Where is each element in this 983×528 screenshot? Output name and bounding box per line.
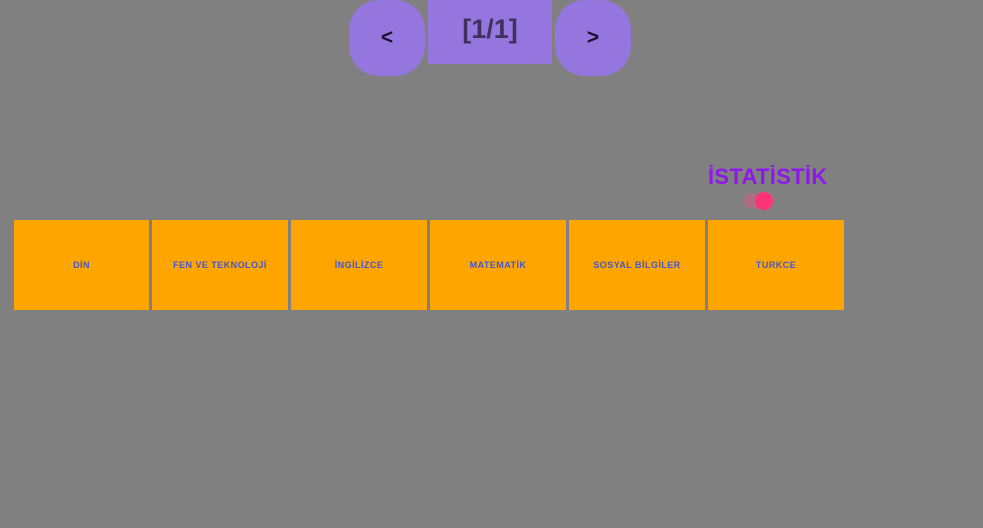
previous-page-button[interactable]: <: [349, 0, 425, 76]
loading-dot-icon: [755, 192, 773, 210]
subject-card-label: SOSYAL BİLGİLER: [593, 260, 681, 270]
subject-card-din[interactable]: DİN: [14, 220, 149, 310]
page-counter: [1/1]: [428, 0, 552, 64]
pagination-bar: < [1/1] >: [349, 0, 631, 76]
subject-card-matematik[interactable]: MATEMATİK: [430, 220, 566, 310]
subject-card-list: DİN FEN VE TEKNOLOJİ İNGİLİZCE MATEMATİK…: [14, 220, 844, 310]
subject-card-sosyal-bilgiler[interactable]: SOSYAL BİLGİLER: [569, 220, 705, 310]
subject-card-fen-ve-teknoloji[interactable]: FEN VE TEKNOLOJİ: [152, 220, 288, 310]
loading-spinner: [744, 191, 784, 213]
subject-card-label: MATEMATİK: [469, 260, 527, 270]
subject-card-label: DİN: [73, 260, 90, 270]
subject-card-label: TURKCE: [755, 260, 797, 270]
subject-card-ingilizce[interactable]: İNGİLİZCE: [291, 220, 427, 310]
statistics-title: İSTATİSTİK: [708, 164, 828, 189]
subject-card-turkce[interactable]: TURKCE: [708, 220, 844, 310]
subject-card-label: İNGİLİZCE: [334, 260, 384, 270]
next-page-button[interactable]: >: [555, 0, 631, 76]
subject-card-label: FEN VE TEKNOLOJİ: [173, 260, 267, 270]
